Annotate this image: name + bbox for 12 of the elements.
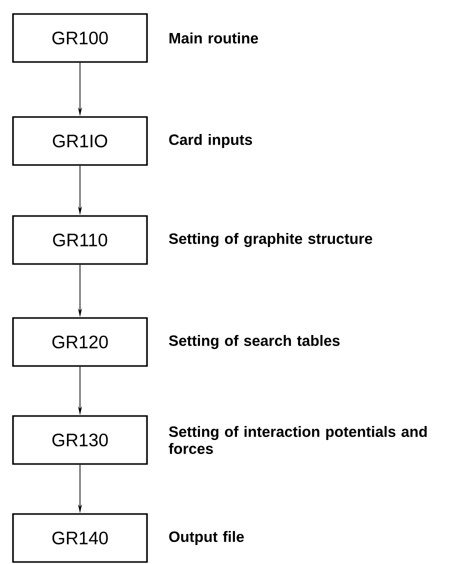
description-text: Output file: [169, 531, 244, 545]
description-text: Setting of interaction potentials and forces: [168, 426, 427, 454]
description-text: Main routine: [170, 32, 258, 44]
process-box: GR110: [12, 215, 148, 265]
process-box: GR140: [12, 513, 148, 563]
description-text: Setting of search tables: [168, 334, 340, 350]
description-text: Setting of graphite structure: [168, 232, 372, 248]
description-text: Card inputs: [169, 134, 252, 148]
process-box: GR1IO: [12, 116, 148, 166]
process-box: GR120: [12, 317, 148, 367]
process-box: GR100: [12, 13, 148, 63]
process-box: GR130: [12, 415, 148, 465]
